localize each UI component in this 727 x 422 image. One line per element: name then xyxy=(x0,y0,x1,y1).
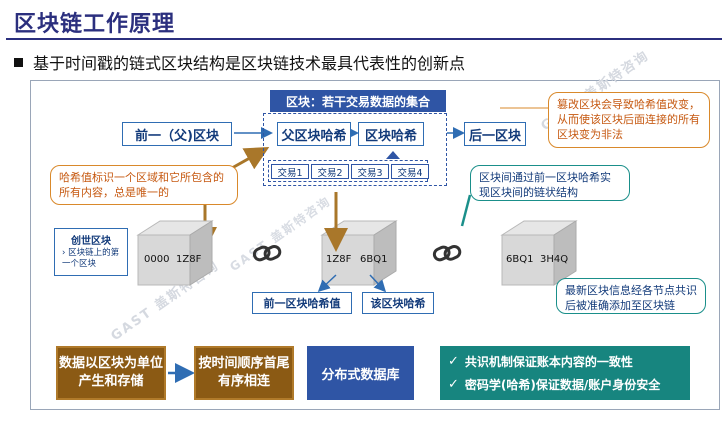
cube-1-left-label: 0000 xyxy=(144,254,170,265)
check-icon: ✓ xyxy=(448,354,459,369)
bottom-box-guarantees: ✓ 共识机制保证账本内容的一致性 ✓ 密码学(哈希)保证数据/账户身份安全 xyxy=(440,346,690,400)
new-block-note: 最新区块信息经各节点共识后被准确添加至区块链 xyxy=(556,278,706,314)
cube-3-right-label: 3H4Q xyxy=(540,254,569,265)
block-title: 区块：若干交易数据的集合 xyxy=(270,90,446,112)
parent-hash-box: 父区块哈希 xyxy=(277,122,351,146)
cube-2-left-label: 1Z8F xyxy=(326,254,352,265)
bottom-box-block-unit: 数据以区块为单位产生和存储 xyxy=(56,346,166,400)
transaction-item: 交易1 xyxy=(271,164,309,179)
genesis-label-box xyxy=(54,228,128,276)
arrow-note-to-parent xyxy=(231,147,270,170)
cube-1 xyxy=(136,220,214,286)
arrow-to-this-hash-label xyxy=(369,274,387,293)
prev-hash-label: 前一区块哈希值 xyxy=(252,292,352,314)
transaction-item: 交易4 xyxy=(391,164,429,179)
hash-identifies-note: 哈希值标识一个区域和它所包含的所有内容，总是唯一的 xyxy=(50,165,238,205)
transaction-item: 交易3 xyxy=(351,164,389,179)
hash-pointer-triangle xyxy=(386,151,400,159)
diagram-frame xyxy=(30,80,720,410)
tamper-note: 篡改区块会导致哈希值改变，从而使该区块后面连接的所有区块变为非法 xyxy=(548,92,710,148)
check-icon: ✓ xyxy=(448,377,459,392)
title-divider xyxy=(6,38,722,40)
bullet-text: 基于时间戳的链式区块结构是区块链技术最具代表性的创新点 xyxy=(33,54,466,73)
next-block-box: 后一区块 xyxy=(464,122,526,146)
page-title: 区块链工作原理 xyxy=(14,12,176,37)
genesis-title: 创世区块 xyxy=(71,236,111,247)
prev-block-box: 前一（父)区块 xyxy=(122,122,232,146)
transaction-item: 交易2 xyxy=(311,164,349,179)
cube-1-right-label: 1Z8F xyxy=(176,254,202,265)
chain-link-icon xyxy=(432,245,462,262)
guarantee-row: ✓ 密码学(哈希)保证数据/账户身份安全 xyxy=(448,377,661,392)
linked-note: 区块间通过前一区块哈希实现区块间的链状结构 xyxy=(470,165,630,201)
cube-3 xyxy=(500,220,578,286)
bullet-square-icon xyxy=(14,57,23,67)
cube-3-left-label: 6BQ1 xyxy=(506,254,534,265)
chevron-right-icon: › xyxy=(62,248,66,258)
genesis-subtitle: › 区块链上的第一个区块 xyxy=(62,248,120,269)
this-hash-label: 该区块哈希 xyxy=(362,292,434,314)
guarantee-row: ✓ 共识机制保证账本内容的一致性 xyxy=(448,354,633,369)
cube-2-right-label: 6BQ1 xyxy=(360,254,388,265)
chain-link-icon xyxy=(252,245,282,262)
cube-2 xyxy=(320,220,398,286)
bottom-box-time-order: 按时间顺序首尾有序相连 xyxy=(194,346,294,400)
bottom-box-distributed-db: 分布式数据库 xyxy=(307,346,414,400)
arrow-to-prev-hash-label xyxy=(317,274,337,293)
bullet-point: 基于时间戳的链式区块结构是区块链技术最具代表性的创新点 xyxy=(14,50,465,74)
block-hash-box: 区块哈希 xyxy=(358,122,424,146)
block-container xyxy=(263,113,447,186)
teal-pointer-line xyxy=(460,194,472,227)
